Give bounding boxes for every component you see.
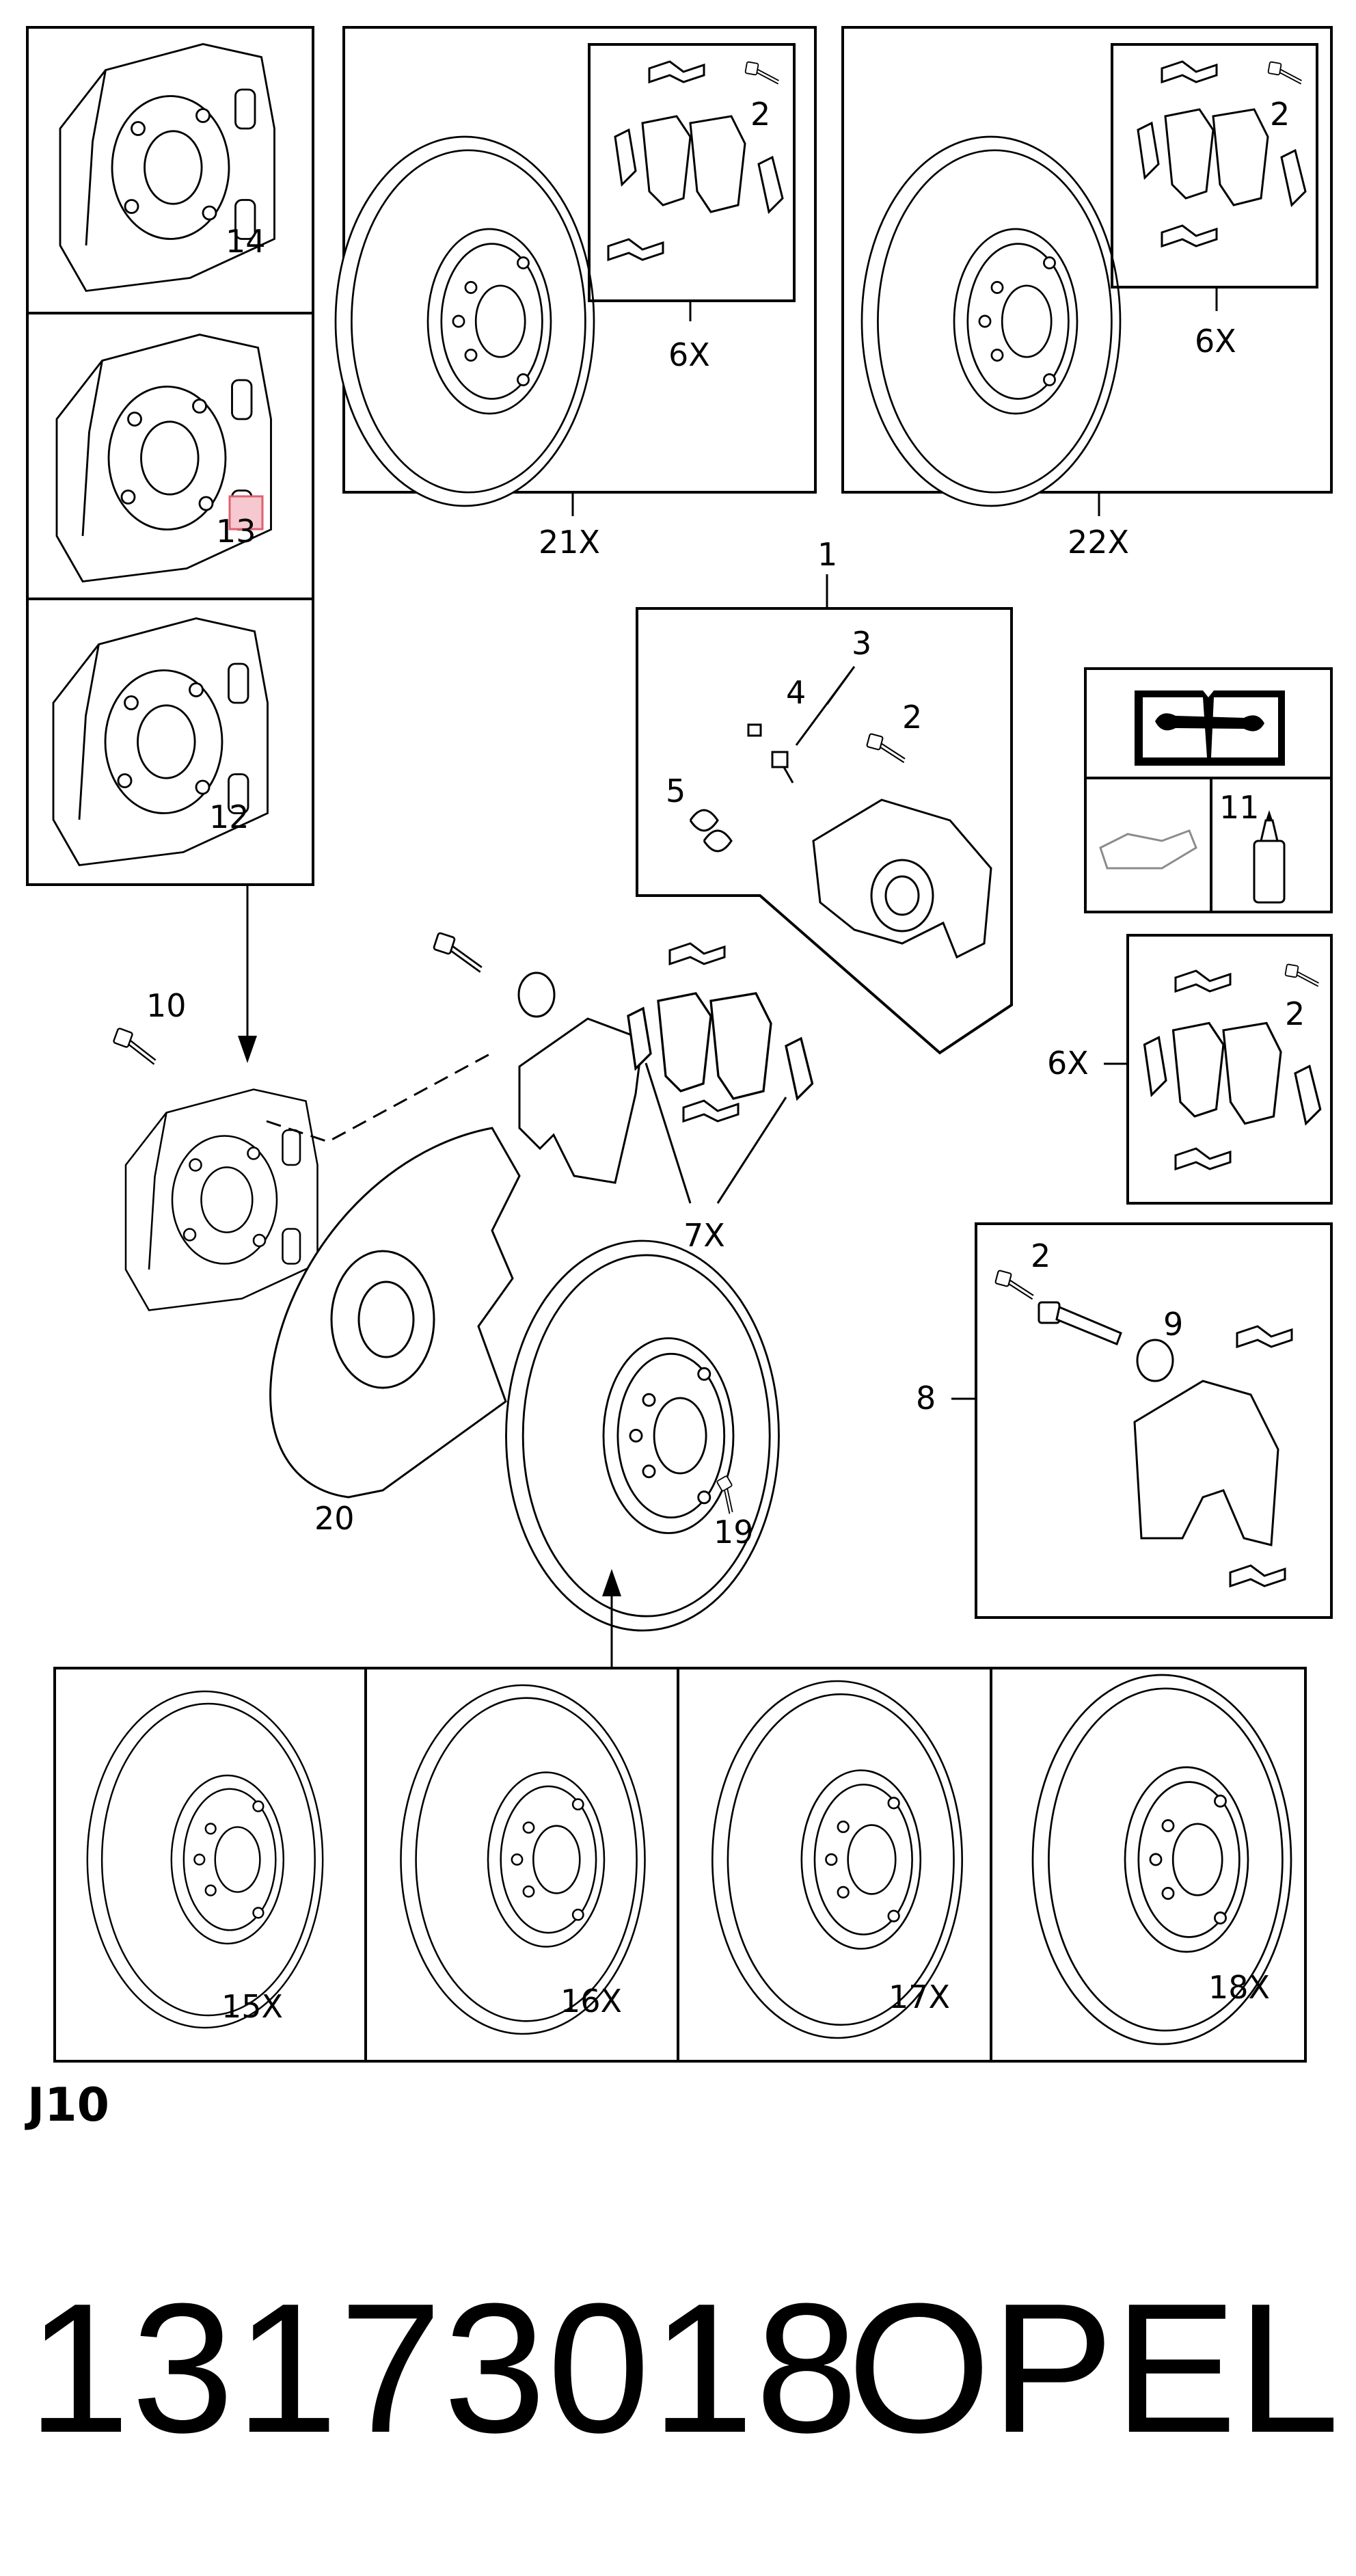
anchor-plate-main: [124, 1088, 318, 1311]
clip-c2: [1174, 1147, 1232, 1170]
callout-21x: 21X: [539, 524, 601, 561]
pad-set-main: [627, 992, 814, 1100]
pad-inset-b: [1111, 43, 1318, 289]
callout-1: 1: [817, 536, 838, 573]
pad-inset-a: [588, 43, 796, 302]
brake-disc-21x: [334, 135, 595, 507]
clip-a2: [607, 238, 664, 261]
clip-main1: [668, 942, 726, 965]
carrier-bolt-a: [992, 1269, 1038, 1300]
carrier-bolt-main: [430, 931, 489, 974]
pad-panel-c: [1126, 934, 1333, 1205]
brand-name: OPEL: [847, 2266, 1340, 2471]
disc-row: [53, 1667, 1307, 2063]
arrowhead-up: [602, 1569, 621, 1596]
carrier-panel-8: [975, 1222, 1333, 1619]
bolt-a: [744, 61, 782, 85]
mounting-bolt-10: [110, 1027, 163, 1065]
bleeder-screw: [747, 723, 794, 783]
repair-manual-icon: [1135, 690, 1285, 766]
brake-carrier: [1133, 1380, 1279, 1546]
callout-2-c: 2: [902, 699, 923, 736]
panel-22x: [841, 26, 1333, 494]
part-number: 13173018: [27, 2266, 860, 2471]
footer: 13173018 OPEL: [27, 2277, 1340, 2482]
section-code: J10: [27, 2078, 109, 2132]
clip-c1: [1174, 969, 1232, 993]
bolt-c: [1284, 963, 1322, 987]
callout-10: 10: [146, 987, 187, 1024]
clip-main2: [682, 1099, 740, 1123]
clip-d2: [1229, 1564, 1286, 1587]
callout-18x: 18X: [1208, 1969, 1271, 2006]
callout-22x: 22X: [1068, 524, 1130, 561]
callout-19: 19: [714, 1514, 754, 1551]
callout-20: 20: [314, 1500, 355, 1537]
brake-disc-15x: [86, 1690, 324, 2029]
callout-17x: 17X: [889, 1978, 951, 2015]
callout-11: 11: [1219, 789, 1260, 826]
highlight-marker: [228, 495, 264, 531]
icons-panel: [1084, 667, 1333, 913]
callout-7x: 7X: [683, 1217, 725, 1254]
guide-bushing: [1136, 1339, 1174, 1382]
callout-2-e: 2: [1031, 1237, 1051, 1274]
callout-6x-a: 6X: [668, 336, 710, 373]
brake-disc-main: [505, 1239, 780, 1632]
clip-b1: [1161, 60, 1218, 83]
callout-8: 8: [916, 1380, 936, 1417]
panel-12: [26, 598, 314, 886]
clip-a1: [648, 60, 705, 83]
callout-4: 4: [786, 674, 806, 711]
callout-13: 13: [216, 513, 256, 550]
callout-9: 9: [1163, 1306, 1184, 1343]
brake-disc-16x: [400, 1684, 646, 2035]
callout-16x: 16X: [560, 1983, 623, 2020]
clip-b2: [1161, 224, 1218, 247]
callout-15x: 15X: [221, 1988, 284, 2025]
bolt-b: [1266, 61, 1305, 85]
caliper-panel-1: [636, 607, 1013, 1055]
retaining-spring: [689, 809, 733, 853]
callout-5: 5: [666, 773, 686, 809]
callout-3: 3: [852, 625, 872, 662]
pad-set-c: [1143, 1021, 1322, 1125]
callout-2-a: 2: [750, 96, 771, 133]
dash-leader: [266, 1051, 493, 1143]
callout-2-b: 2: [1270, 96, 1290, 133]
brake-disc-22x: [860, 135, 1122, 507]
callout-6x-c: 6X: [1047, 1045, 1089, 1082]
bushing-main: [517, 971, 556, 1018]
arrowhead-down: [238, 1036, 257, 1063]
callout-6x-b: 6X: [1195, 323, 1236, 360]
caliper-bolt: [864, 732, 910, 764]
clip-d1: [1236, 1325, 1293, 1348]
callout-12: 12: [209, 799, 249, 835]
callout-2-d: 2: [1285, 995, 1305, 1032]
brake-fluid-bottle-icon: [1253, 810, 1286, 904]
oil-can-icon: [1099, 829, 1197, 870]
guide-pin: [1038, 1301, 1122, 1345]
carrier-main: [518, 1017, 644, 1184]
callout-14: 14: [226, 223, 266, 260]
